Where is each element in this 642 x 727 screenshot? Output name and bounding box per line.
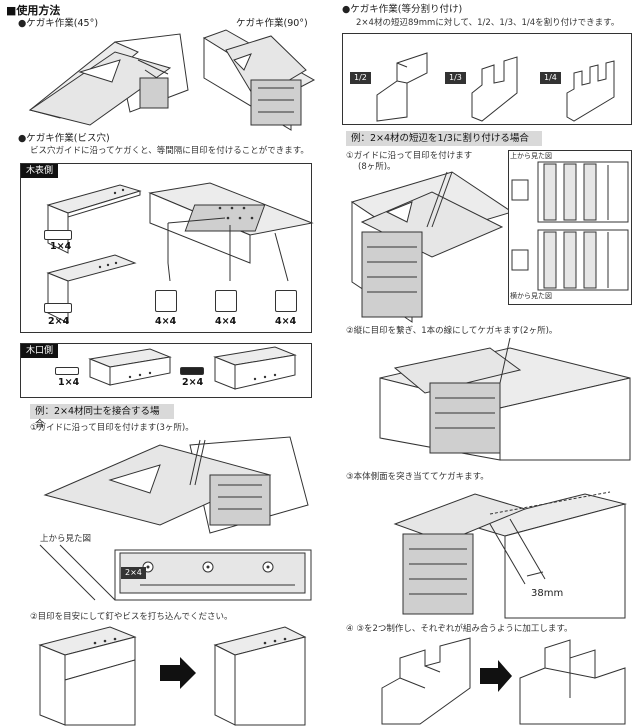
example-division-bar: 例：2×4材の短辺を1/3に割り付ける場合 [346, 131, 542, 146]
face-label-4x4-a: 4×4 [155, 316, 177, 327]
scribe-screwhole-desc: ビス穴ガイドに沿ってケガくと、等間隔に目印を付けることができます。 [30, 146, 309, 156]
hole-icon-4x4-b [215, 290, 237, 312]
dimension-label: 38mm [531, 588, 564, 599]
hole-icon-1x4 [44, 230, 72, 240]
scribe-45-illustration [28, 33, 189, 126]
face-side-header: 木表側 [21, 164, 59, 178]
join-top-view-label: 上から見た図 [40, 534, 92, 544]
join-step1: ①ガイドに沿って目印を付けます(3ヶ所)。 [30, 423, 194, 433]
end-hole-icon-1x4 [55, 367, 79, 375]
hole-icon-2x4 [44, 303, 72, 313]
division-side-view-label: 横から見た図 [510, 292, 552, 300]
scribe-90-label: ケガキ作業(90°) [236, 18, 308, 29]
division-illustrations [376, 52, 615, 122]
join-small-tag: 2×4 [121, 567, 146, 579]
end-label-2x4: 2×4 [182, 377, 204, 388]
end-label-1x4: 1×4 [58, 377, 80, 388]
scribe-90-illustration [202, 29, 316, 131]
scribe-screwhole-label: ●ケガキ作業(ビス穴) [18, 133, 110, 144]
join-step2: ②目印を目安にして釘やビスを打ち込んでください。 [30, 612, 233, 622]
division-step4-illustration [381, 637, 626, 725]
top-view-diagram [511, 161, 629, 291]
division-label: ●ケガキ作業(等分割り付け) [342, 4, 463, 15]
join-top-view [39, 544, 312, 601]
join-illustration [43, 436, 309, 534]
division-step4: ④ ③を2つ制作し、それぞれが組み合うように加工します。 [346, 624, 573, 634]
division-step3: ③本体側面を突き当ててケガキます。 [346, 472, 489, 482]
division-step2-illustration [379, 337, 631, 461]
end-grain-illustrations [88, 346, 297, 390]
division-step2: ②縦に目印を繋ぎ、1本の線にしてケガキます(2ヶ所)。 [346, 326, 558, 336]
face-label-4x4-c: 4×4 [275, 316, 297, 327]
end-hole-icon-2x4 [180, 367, 204, 375]
face-label-4x4-b: 4×4 [215, 316, 237, 327]
division-step3-illustration [393, 491, 627, 619]
fraction-half-tag: 1/2 [350, 72, 371, 84]
division-step1a: ①ガイドに沿って目印を付けます [346, 151, 473, 161]
end-grain-header: 木口側 [21, 344, 59, 358]
fraction-quarter-tag: 1/4 [540, 72, 561, 84]
scribe-45-label: ●ケガキ作業(45°) [18, 18, 99, 29]
division-step1b: (8ヶ所)。 [358, 162, 396, 172]
face-label-2x4: 2×4 [48, 316, 70, 327]
division-step1-illustration [350, 171, 514, 323]
division-top-view-label: 上から見た図 [510, 152, 552, 160]
fraction-third-tag: 1/3 [445, 72, 466, 84]
hole-icon-4x4-c [275, 290, 297, 312]
division-desc: 2×4材の短辺89mmに対して、1/2、1/3、1/4を割り付けできます。 [356, 18, 620, 28]
hole-icon-4x4-a [155, 290, 177, 312]
face-label-1x4: 1×4 [50, 241, 72, 252]
example-join-bar: 例：2×4材同士を接合する場合 [30, 404, 174, 430]
page-heading: ■使用方法 [6, 4, 61, 17]
join-step2-illustration [38, 626, 307, 726]
